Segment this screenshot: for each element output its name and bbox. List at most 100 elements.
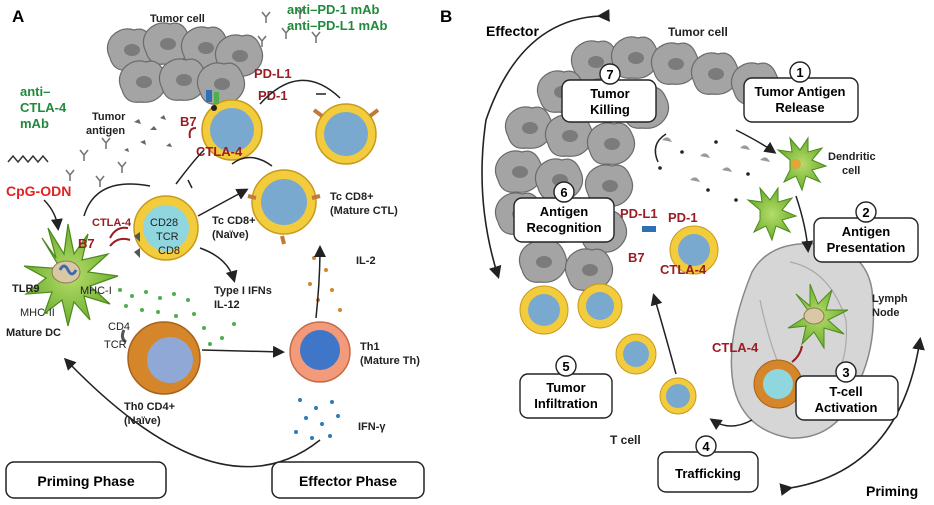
tumor-cluster-a [106, 22, 264, 105]
t-cell-label: T cell [610, 433, 641, 447]
mhc-i-label: MHC-I [80, 285, 112, 297]
tcr-low-label: TCR [104, 339, 127, 351]
dendritic-cell-line1: Dendritic [828, 151, 876, 163]
lymph-node-line2: Node [872, 307, 900, 319]
tc-naive-line2: (Naïve) [212, 229, 249, 241]
cpg-odn-label: CpG-ODN [6, 183, 71, 199]
type1-ifns-line1: Type I IFNs [214, 285, 272, 297]
step-2-num: 2 [862, 205, 869, 220]
antibody-icons-top [65, 7, 321, 187]
step-7-line2: Killing [590, 102, 630, 117]
priming-phase-label: Priming Phase [37, 473, 134, 489]
ctla4-label-b: CTLA-4 [660, 262, 707, 277]
th1-line1: Th1 [360, 341, 380, 353]
step-6-box: 6 Antigen Recognition [513, 181, 615, 243]
arrows-a [63, 79, 341, 468]
anti-ctla4-line1: anti– [20, 84, 50, 99]
tc-mature-ctl [247, 169, 321, 245]
tc-mature-line1: Tc CD8+ [330, 191, 374, 203]
antigen-fragments-a [124, 115, 172, 152]
effector-arc [481, 9, 610, 280]
ctla4-top-label: CTLA-4 [196, 144, 243, 159]
tc-naive-line1: Tc CD8+ [212, 215, 256, 227]
type1-ifns-line2: IL-12 [214, 299, 240, 311]
step-1-line1: Tumor Antigen [755, 84, 846, 99]
cytokine-dots-green [118, 288, 236, 346]
step-5-line1: Tumor [546, 380, 585, 395]
cpg-squiggle [7, 154, 49, 164]
pd-1-label-b: PD-1 [668, 210, 698, 225]
ifn-gamma-label: IFN-γ [358, 421, 386, 433]
step-2-box: 2 Antigen Presentation [813, 201, 919, 263]
step-3-line2: Activation [815, 400, 878, 415]
mature-dc-label: Mature DC [6, 327, 61, 339]
cd8-label: CD8 [158, 245, 180, 257]
priming-label: Priming [866, 483, 918, 499]
step-2-line1: Antigen [842, 224, 890, 239]
effector-label: Effector [486, 23, 539, 39]
th1-line2: (Mature Th) [360, 355, 420, 367]
step-3-num: 3 [842, 365, 849, 380]
t-cells-b [519, 225, 719, 415]
step-4-box: 4 Trafficking [657, 435, 759, 493]
tumor-cell-label-b: Tumor cell [668, 25, 728, 39]
priming-arc [779, 336, 925, 496]
b7-label-b: B7 [628, 250, 645, 265]
step-1-box: 1 Tumor Antigen Release [743, 61, 859, 123]
step-5-box: 5 Tumor Infiltration [519, 355, 613, 419]
step-7-num: 7 [606, 67, 613, 82]
cd28-label: CD28 [150, 217, 178, 229]
step-5-num: 5 [562, 359, 569, 374]
lymph-node-line1: Lymph [872, 293, 908, 305]
step-3-line1: T-cell [829, 384, 862, 399]
step-3-box: 3 T-cell Activation [795, 361, 899, 421]
step-4-num: 4 [702, 439, 710, 454]
step-6-line1: Antigen [540, 204, 588, 219]
cd4-label: CD4 [108, 321, 130, 333]
tcr-mid-label: TCR [156, 231, 179, 243]
th0-cell [120, 321, 201, 395]
cytokine-dots-orange [308, 256, 342, 312]
tumor-antigen-line2: antigen [86, 125, 125, 137]
th0-line2: (Naïve) [124, 415, 161, 427]
priming-phase-box: Priming Phase [5, 461, 167, 499]
step-6-line2: Recognition [526, 220, 601, 235]
panel-b: B Effector Tumor cell [440, 7, 925, 499]
panel-a: A Tumor cell anti–PD-1 mAb anti– PD-L1 [5, 2, 425, 499]
dendritic-cell-a [23, 223, 119, 327]
step-7-line1: Tumor [590, 86, 629, 101]
step-1-num: 1 [796, 65, 803, 80]
panel-a-letter: A [12, 7, 24, 26]
step-5-line2: Infiltration [534, 396, 598, 411]
tc-cd8-naive [109, 195, 199, 261]
panel-b-letter: B [440, 7, 452, 26]
step-4-line1: Trafficking [675, 466, 741, 481]
cytokine-dots-blue [294, 398, 340, 440]
anti-ctla4-line2: CTLA-4 [20, 100, 67, 115]
anti-pdl1-label: anti–PD-L1 mAb [287, 18, 387, 33]
step-6-num: 6 [560, 185, 567, 200]
b7-top-label: B7 [180, 114, 197, 129]
dendritic-cell-line2: cell [842, 165, 860, 177]
pd-l1-label-b: PD-L1 [620, 206, 658, 221]
step-7-box: 7 Tumor Killing [561, 63, 657, 123]
antigen-fragments-b [662, 137, 770, 182]
ctla4-ln-label: CTLA-4 [712, 340, 759, 355]
th0-line1: Th0 CD4+ [124, 401, 175, 413]
anti-pd1-label: anti–PD-1 mAb [287, 2, 380, 17]
tc-mature-line2: (Mature CTL) [330, 205, 398, 217]
tumor-cell-label-a: Tumor cell [150, 13, 205, 25]
ctl-attacking-tumor [188, 90, 263, 161]
tumor-antigen-line1: Tumor [92, 111, 126, 123]
mhc-ii-label: MHC-II [20, 307, 55, 319]
arrows-b [650, 129, 814, 430]
step-1-line2: Release [775, 100, 824, 115]
ctla4-mid-label: CTLA-4 [92, 217, 132, 229]
pd-l1-label-a: PD-L1 [254, 66, 292, 81]
anti-ctla4-line3: mAb [20, 116, 49, 131]
b7-mid-label: B7 [78, 236, 95, 251]
ctl-right-top [312, 103, 380, 165]
il2-label: IL-2 [356, 255, 376, 267]
